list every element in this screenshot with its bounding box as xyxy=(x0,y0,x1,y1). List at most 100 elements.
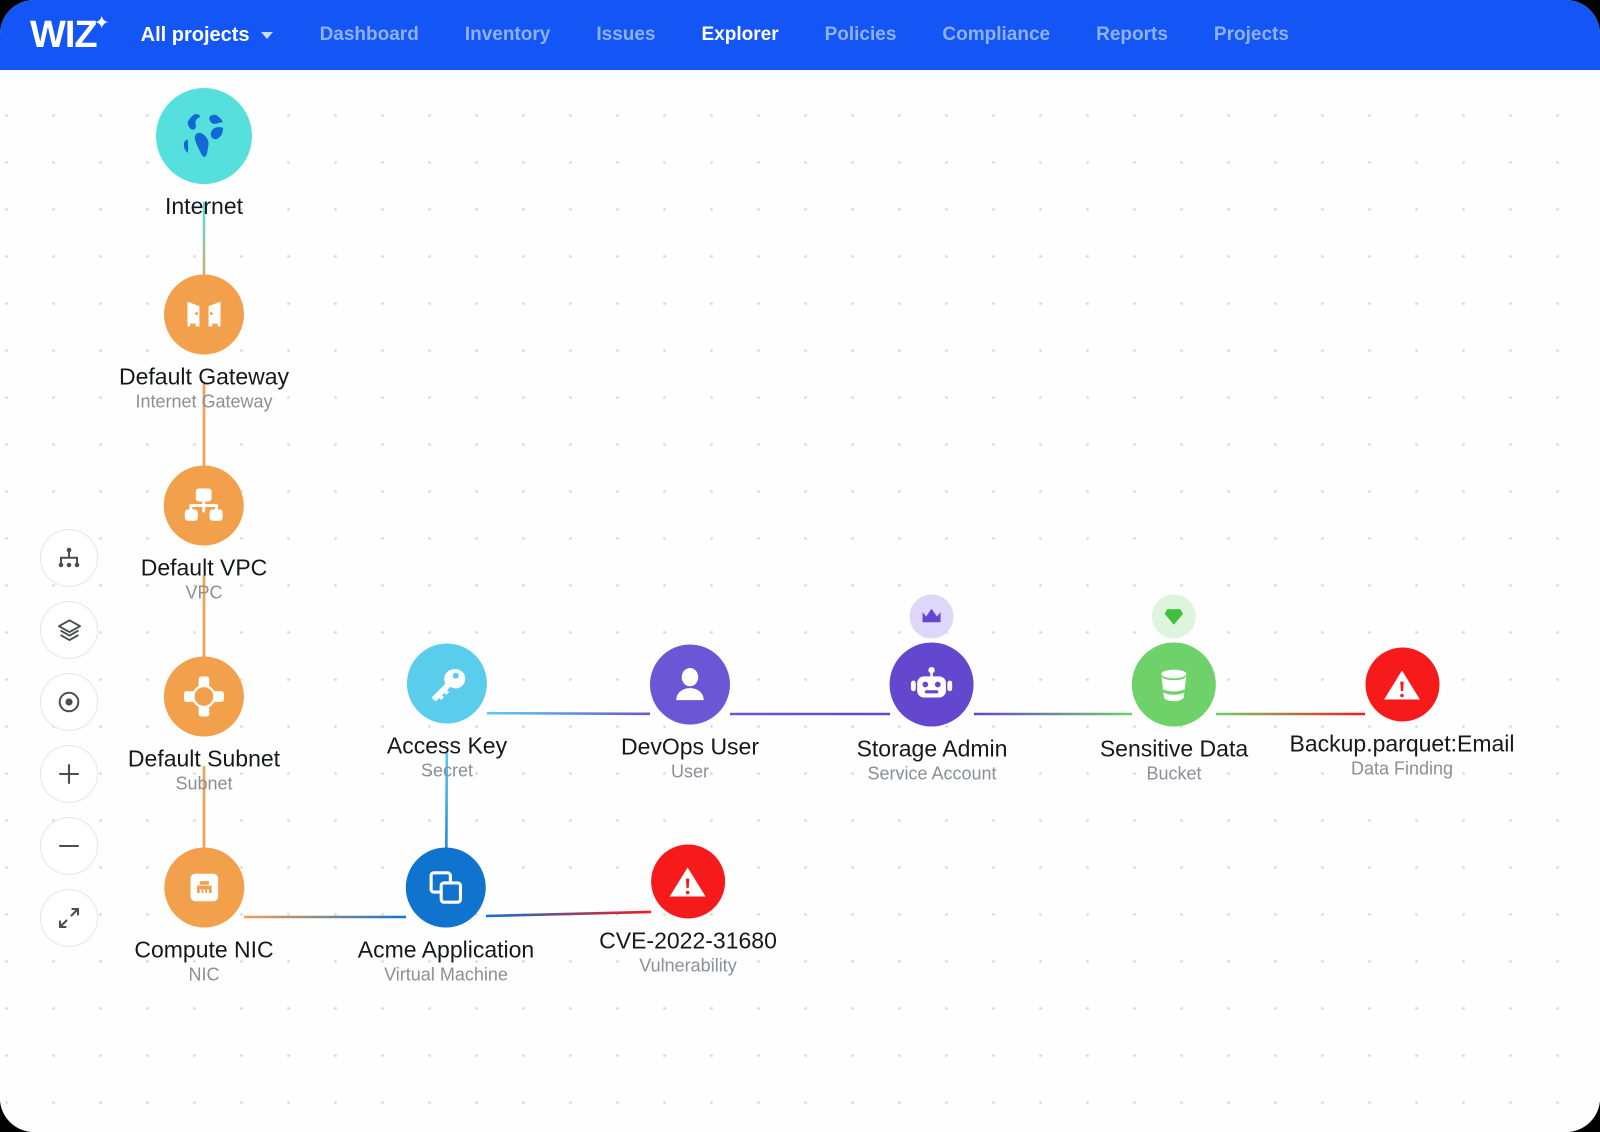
nic-icon xyxy=(182,866,226,910)
node-subtitle: Subnet xyxy=(175,773,233,794)
node-title: Compute NIC xyxy=(134,936,274,963)
gateway-icon xyxy=(182,293,226,337)
graph-edge-accesskey-to-devops xyxy=(486,711,651,716)
graph-layout-icon[interactable] xyxy=(40,529,98,587)
vpc-icon xyxy=(182,484,226,528)
node-title: Sensitive Data xyxy=(1099,735,1249,762)
fullscreen-icon[interactable] xyxy=(40,889,98,947)
layers-icon[interactable] xyxy=(40,601,98,659)
node-subtitle: Internet Gateway xyxy=(135,391,273,412)
user-icon xyxy=(668,663,712,707)
node-title: Storage Admin xyxy=(856,735,1008,762)
node-badge-crown-icon xyxy=(910,594,954,639)
nav-item-policies[interactable]: Policies xyxy=(824,24,897,45)
node-title: DevOps User xyxy=(620,733,760,760)
zoom-in-icon[interactable] xyxy=(40,745,98,803)
node-bubble-cve[interactable] xyxy=(650,844,725,919)
graph-node-internet[interactable]: Internet xyxy=(156,88,252,220)
node-title: Default Subnet xyxy=(127,745,281,772)
node-bubble-vpc[interactable] xyxy=(164,465,244,546)
canvas-toolbar xyxy=(40,529,98,947)
nav-item-dashboard[interactable]: Dashboard xyxy=(319,24,419,45)
chevron-down-icon xyxy=(260,31,273,39)
node-bubble-nic[interactable] xyxy=(163,847,244,928)
node-bubble-devops[interactable] xyxy=(649,644,730,725)
nav-item-issues[interactable]: Issues xyxy=(596,24,656,45)
nav-items: Dashboard Inventory Issues Explorer Policies… xyxy=(297,24,1312,46)
node-subtitle: NIC xyxy=(188,964,220,985)
node-bubble-accesskey[interactable] xyxy=(407,643,487,724)
node-subtitle: User xyxy=(670,761,710,782)
wiz-wordmark: WIZ xyxy=(30,14,98,56)
node-bubble-sensitive[interactable] xyxy=(1132,594,1216,727)
node-title: Access Key xyxy=(386,732,508,759)
subnet-icon xyxy=(182,675,226,719)
all-projects-dropdown[interactable]: All projects xyxy=(141,24,273,47)
node-bubble-acme[interactable] xyxy=(406,847,486,928)
node-bubble-internet[interactable] xyxy=(156,88,252,184)
node-subtitle: Vulnerability xyxy=(639,955,737,976)
zoom-out-icon[interactable] xyxy=(40,817,98,875)
graph-edges xyxy=(202,202,1365,919)
focus-target-icon[interactable] xyxy=(40,673,98,731)
node-badge-gem-icon xyxy=(1152,594,1196,639)
nav-item-compliance[interactable]: Compliance xyxy=(942,24,1051,45)
node-subtitle: Bucket xyxy=(1146,763,1202,784)
nav-item-inventory[interactable]: Inventory xyxy=(464,24,551,45)
node-title: Internet xyxy=(165,193,243,219)
all-projects-label: All projects xyxy=(140,23,250,46)
node-title: Backup.parquet:Email xyxy=(1289,730,1515,757)
nav-item-projects[interactable]: Projects xyxy=(1213,24,1289,45)
node-subtitle: Service Account xyxy=(867,763,997,784)
warning-icon xyxy=(667,861,708,902)
nav-item-reports[interactable]: Reports xyxy=(1096,24,1168,45)
node-subtitle: Data Finding xyxy=(1350,758,1454,779)
node-subtitle: VPC xyxy=(185,582,223,603)
robot-icon xyxy=(909,662,955,708)
vm-icon xyxy=(424,866,468,910)
node-bubble-storage[interactable] xyxy=(890,594,974,727)
node-title: Default VPC xyxy=(140,554,268,581)
node-subtitle: Secret xyxy=(420,760,474,781)
node-title: Default Gateway xyxy=(118,363,290,390)
node-bubble-gateway[interactable] xyxy=(164,274,244,355)
top-navigation-bar: WIZ ✦ All projects Dashboard Inventory Iss… xyxy=(0,0,1600,70)
node-labels-internet: Internet xyxy=(165,193,243,220)
node-bubble-backup[interactable] xyxy=(1364,647,1439,722)
key-icon xyxy=(425,662,469,706)
bucket-icon xyxy=(1151,662,1197,708)
nav-item-explorer[interactable]: Explorer xyxy=(701,24,779,45)
sparkle-icon: ✦ xyxy=(93,13,110,34)
warning-icon xyxy=(1381,664,1422,705)
wiz-logo[interactable]: WIZ ✦ xyxy=(30,14,110,56)
globe-icon xyxy=(177,109,231,163)
node-title: CVE-2022-31680 xyxy=(599,927,777,954)
graph-edge-acme-to-cve xyxy=(485,910,652,918)
node-bubble-subnet[interactable] xyxy=(163,656,244,737)
node-title: Acme Application xyxy=(357,936,535,963)
